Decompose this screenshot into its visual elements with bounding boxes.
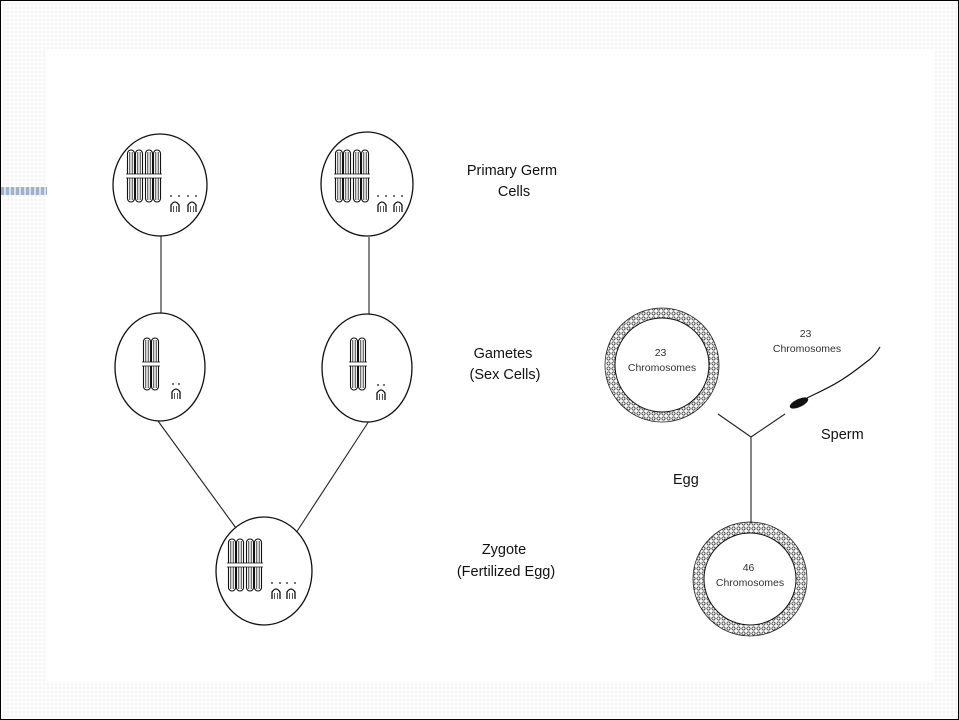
- label-gametes: Gametes (Sex Cells): [470, 346, 541, 383]
- label-egg: Egg: [673, 472, 699, 488]
- label-sperm: Sperm: [821, 427, 864, 443]
- sperm-chromosome-count: 23 Chromosomes: [773, 328, 841, 355]
- fertilization-lines: [718, 414, 785, 523]
- label-zygote: Zygote (Fertilized Egg): [457, 542, 555, 580]
- egg-cell: 23 Chromosomes: [605, 308, 719, 422]
- zygote-cell: [216, 517, 312, 625]
- label-primary-germ-cells: Primary Germ Cells: [467, 163, 561, 200]
- fertilized-cell: 46 Chromosomes: [693, 522, 807, 636]
- primary-germ-cell-left: [113, 134, 207, 236]
- primary-germ-cell-right: [321, 132, 413, 236]
- gamete-cell-left: [115, 313, 205, 421]
- sperm-cell: 23 Chromosomes: [773, 328, 880, 411]
- gamete-cell-right: [322, 314, 412, 422]
